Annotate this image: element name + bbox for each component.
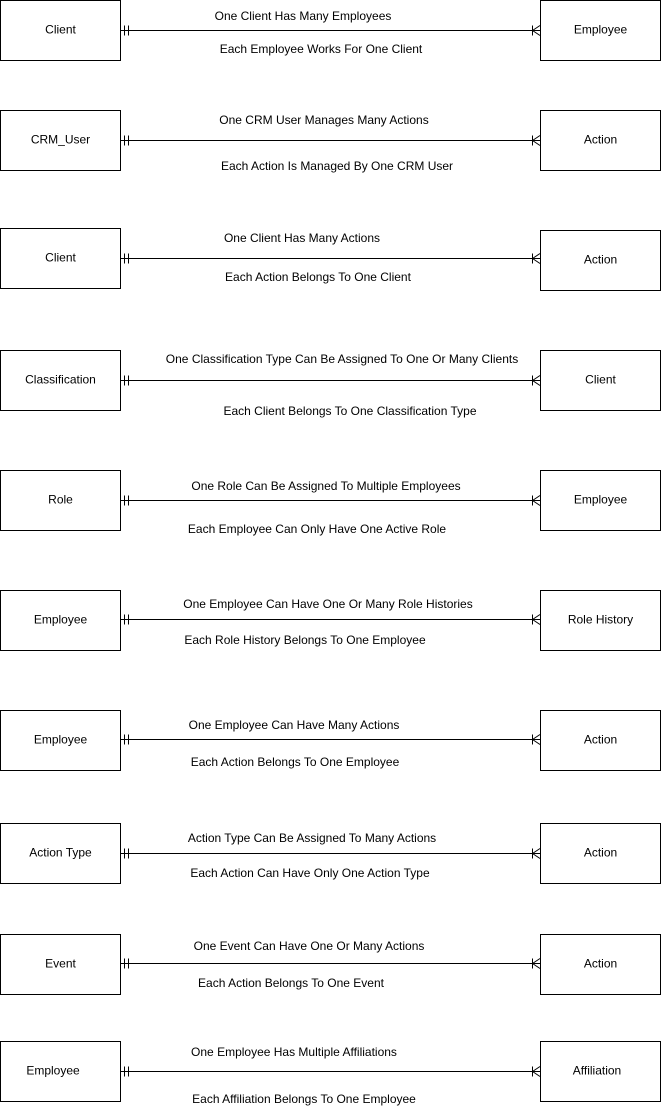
one-or-many-marker bbox=[532, 734, 541, 745]
right-entity-label: Action bbox=[584, 733, 617, 747]
left-entity-box[interactable] bbox=[0, 110, 121, 171]
one-or-many-marker bbox=[532, 135, 541, 146]
left-entity-box[interactable] bbox=[0, 470, 121, 531]
one-and-only-one-marker bbox=[124, 375, 129, 386]
left-entity-label: Client bbox=[45, 23, 76, 37]
right-entity-box[interactable] bbox=[540, 1041, 661, 1102]
left-entity-box[interactable] bbox=[0, 823, 121, 884]
left-entity-label: Employee bbox=[26, 1064, 80, 1078]
left-entity-box[interactable] bbox=[0, 1041, 121, 1102]
relationship-bottom-label: Each Action Belongs To One Event bbox=[198, 976, 385, 990]
relationship-row: Client Employee One Client Has Many Empl… bbox=[0, 0, 661, 61]
right-entity-label: Action bbox=[584, 957, 617, 971]
left-entity-box[interactable] bbox=[0, 350, 121, 411]
right-entity-label: Action bbox=[584, 133, 617, 147]
left-entity-label: Role bbox=[48, 493, 73, 507]
relationship-row: Employee Affiliation One Employee Has Mu… bbox=[0, 1041, 661, 1106]
left-entity-box[interactable] bbox=[0, 228, 121, 289]
left-entity-box[interactable] bbox=[0, 0, 121, 61]
right-entity-box[interactable] bbox=[540, 350, 661, 411]
one-and-only-one-marker bbox=[124, 614, 129, 625]
relationship-bottom-label: Each Affiliation Belongs To One Employee bbox=[192, 1092, 416, 1106]
right-entity-label: Action bbox=[584, 253, 617, 267]
one-or-many-marker bbox=[532, 958, 541, 969]
one-or-many-marker bbox=[532, 253, 541, 264]
right-entity-box[interactable] bbox=[540, 470, 661, 531]
one-or-many-marker bbox=[532, 848, 541, 859]
relationship-top-label: One Classification Type Can Be Assigned … bbox=[166, 352, 518, 366]
relationship-top-label: One Employee Can Have Many Actions bbox=[189, 718, 400, 732]
relationship-top-label: One Client Has Many Employees bbox=[215, 9, 392, 23]
relationship-top-label: One Role Can Be Assigned To Multiple Emp… bbox=[191, 479, 460, 493]
left-entity-label: Employee bbox=[34, 613, 88, 627]
left-entity-box[interactable] bbox=[0, 710, 121, 771]
one-and-only-one-marker bbox=[124, 848, 129, 859]
one-or-many-marker bbox=[532, 25, 541, 36]
right-entity-box[interactable] bbox=[540, 110, 661, 171]
right-entity-box[interactable] bbox=[540, 710, 661, 771]
relationship-row: Event Action One Event Can Have One Or M… bbox=[0, 934, 661, 995]
relationship-bottom-label: Each Employee Can Only Have One Active R… bbox=[188, 522, 446, 536]
relationship-bottom-label: Each Action Can Have Only One Action Typ… bbox=[190, 866, 430, 880]
relationship-top-label: One Employee Has Multiple Affiliations bbox=[191, 1045, 397, 1059]
relationship-top-label: One CRM User Manages Many Actions bbox=[219, 113, 428, 127]
relationship-row: Classification Client One Classification… bbox=[0, 350, 661, 418]
relationship-bottom-label: Each Employee Works For One Client bbox=[220, 42, 423, 56]
one-and-only-one-marker bbox=[124, 25, 129, 36]
one-or-many-marker bbox=[532, 495, 541, 506]
one-and-only-one-marker bbox=[124, 1066, 129, 1077]
one-or-many-marker bbox=[532, 375, 541, 386]
one-and-only-one-marker bbox=[124, 958, 129, 969]
one-and-only-one-marker bbox=[124, 734, 129, 745]
right-entity-label: Action bbox=[584, 846, 617, 860]
right-entity-box[interactable] bbox=[540, 590, 661, 651]
left-entity-label: Action Type bbox=[29, 846, 92, 860]
one-or-many-marker bbox=[532, 1066, 541, 1077]
relationship-row: CRM_User Action One CRM User Manages Man… bbox=[0, 110, 661, 173]
relationship-row: Action Type Action Action Type Can Be As… bbox=[0, 823, 661, 884]
left-entity-label: Client bbox=[45, 251, 76, 265]
relationship-top-label: One Employee Can Have One Or Many Role H… bbox=[183, 597, 472, 611]
relationship-row: Employee Role History One Employee Can H… bbox=[0, 590, 661, 651]
relationship-top-label: One Client Has Many Actions bbox=[224, 231, 380, 245]
one-and-only-one-marker bbox=[124, 495, 129, 506]
relationship-top-label: One Event Can Have One Or Many Actions bbox=[194, 939, 425, 953]
relationship-bottom-label: Each Action Belongs To One Client bbox=[225, 270, 412, 284]
relationship-row: Role Employee One Role Can Be Assigned T… bbox=[0, 470, 661, 536]
left-entity-box[interactable] bbox=[0, 934, 121, 995]
right-entity-box[interactable] bbox=[540, 0, 661, 61]
relationship-bottom-label: Each Client Belongs To One Classificatio… bbox=[223, 404, 476, 418]
relationship-bottom-label: Each Action Belongs To One Employee bbox=[191, 755, 400, 769]
right-entity-box[interactable] bbox=[540, 230, 661, 291]
right-entity-label: Employee bbox=[574, 493, 628, 507]
one-and-only-one-marker bbox=[124, 253, 129, 264]
left-entity-label: Classification bbox=[25, 373, 96, 387]
relationship-bottom-label: Each Role History Belongs To One Employe… bbox=[184, 633, 426, 647]
left-entity-label: Employee bbox=[34, 733, 88, 747]
relationship-row: Employee Action One Employee Can Have Ma… bbox=[0, 710, 661, 771]
left-entity-label: Event bbox=[45, 957, 76, 971]
left-entity-box[interactable] bbox=[0, 590, 121, 651]
one-and-only-one-marker bbox=[124, 135, 129, 146]
right-entity-label: Role History bbox=[568, 613, 633, 627]
right-entity-label: Affiliation bbox=[573, 1064, 621, 1078]
relationship-top-label: Action Type Can Be Assigned To Many Acti… bbox=[188, 831, 436, 845]
right-entity-label: Client bbox=[585, 373, 616, 387]
right-entity-box[interactable] bbox=[540, 823, 661, 884]
left-entity-label: CRM_User bbox=[31, 133, 90, 147]
relationship-bottom-label: Each Action Is Managed By One CRM User bbox=[221, 159, 453, 173]
one-or-many-marker bbox=[532, 614, 541, 625]
relationship-row: Client Action One Client Has Many Action… bbox=[0, 228, 661, 291]
right-entity-label: Employee bbox=[574, 23, 628, 37]
right-entity-box[interactable] bbox=[540, 934, 661, 995]
